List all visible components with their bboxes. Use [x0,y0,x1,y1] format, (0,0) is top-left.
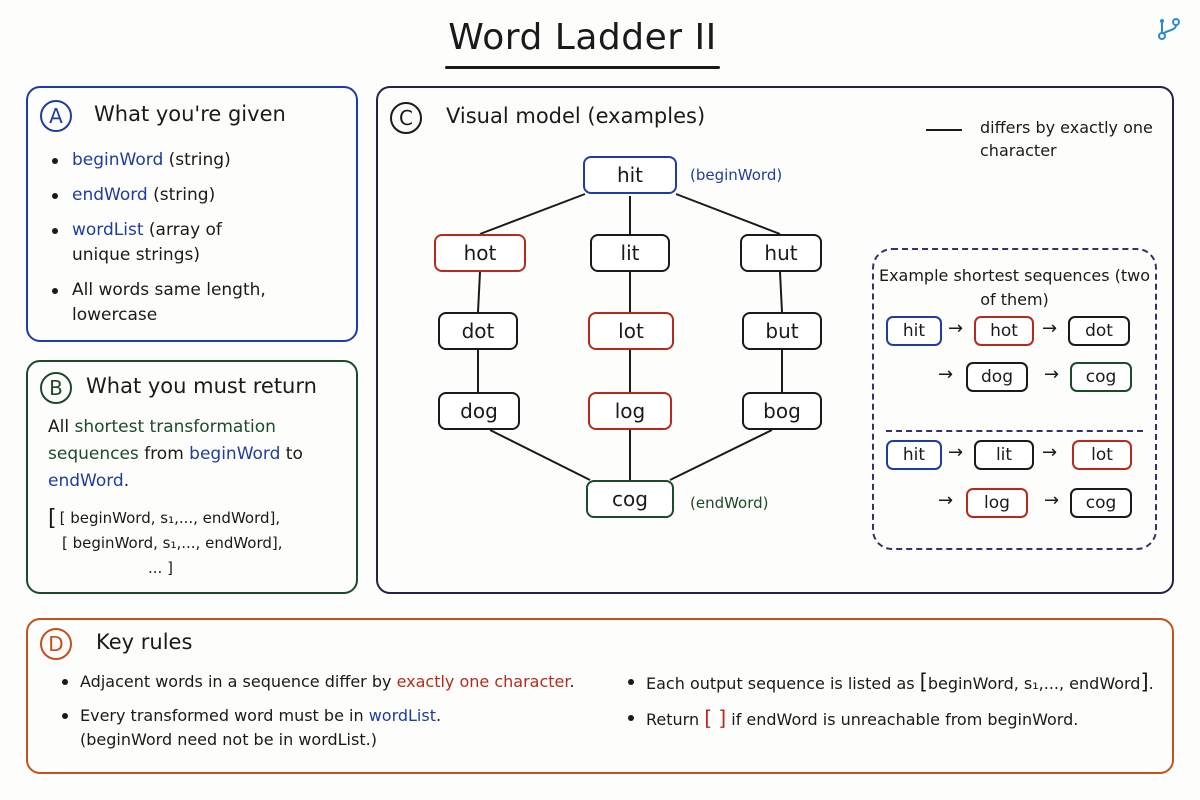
arrow-icon: → [948,442,964,463]
list-item: endWord (string) [48,183,338,208]
rule-item: Adjacent words in a sequence differ by e… [58,670,618,694]
node-bog: bog [742,392,822,430]
edge-hit-hot [479,193,586,235]
arrow-icon: → [1042,318,1058,339]
node-log: log [588,392,672,430]
example-sequences: Example shortest sequences (two of them)… [872,248,1157,550]
badge-a: A [40,100,72,132]
return-format: [[ beginWord, s₁,..., endWord], [ beginW… [48,506,283,581]
seq2-lit: lit [974,440,1034,470]
badge-b: B [40,372,72,404]
seq2-hit: hit [886,440,942,470]
badge-d: D [40,628,72,660]
node-lot: lot [588,312,674,350]
node-hut: hut [740,234,822,272]
return-description: All shortest transformation sequences fr… [48,417,303,491]
seq1-dog: dog [966,362,1028,392]
arrow-icon: → [938,490,954,511]
rule-item: Every transformed word must be in wordLi… [58,704,618,752]
panel-given: A What you're given beginWord (string) e… [26,86,358,342]
seq2-lot: lot [1072,440,1132,470]
seq1-dot: dot [1068,316,1130,346]
panel-d-title: Key rules [96,630,193,654]
edge-dog-cog [489,429,591,481]
legend-line [926,129,962,131]
title-underline [445,66,720,69]
edge-bog-cog [669,429,773,481]
begin-annotation: (beginWord) [690,166,783,184]
node-cog: cog [586,480,674,518]
panel-a-title: What you're given [94,102,286,126]
end-annotation: (endWord) [690,494,769,512]
panel-key-rules: D Key rules Adjacent words in a sequence… [26,618,1174,774]
examples-title: Example shortest sequences (two of them) [878,266,1151,309]
rule-item: Return [ ] if endWord is unreachable fro… [624,706,1164,732]
edge-hit-hut [675,193,781,235]
edge-hut-but [779,271,783,313]
node-lit: lit [590,234,670,272]
given-list: beginWord (string) endWord (string) word… [48,148,338,338]
panel-return: B What you must return All shortest tran… [26,360,358,594]
graph-edges [477,193,783,481]
list-item: beginWord (string) [48,148,338,173]
edge-hot-dot [477,271,481,313]
node-dog: dog [438,392,520,430]
seq2-log: log [966,488,1028,518]
seq1-hit: hit [886,316,942,346]
legend-text: differs by exactly one character [980,118,1153,160]
rules-left: Adjacent words in a sequence differ by e… [58,670,618,762]
seq1-hot: hot [974,316,1034,346]
git-branch-icon[interactable] [1156,16,1182,42]
arrow-icon: → [1044,364,1060,385]
seq1-cog: cog [1070,362,1132,392]
seq2-cog: cog [1070,488,1132,518]
node-hit: hit [583,156,677,194]
rule-item: Each output sequence is listed as [begin… [624,670,1164,696]
return-row: [ beginWord, s₁,..., endWord], [59,509,281,527]
examples-divider [886,430,1143,432]
arrow-icon: → [1044,490,1060,511]
badge-c: C [390,102,422,134]
node-but: but [742,312,822,350]
node-dot: dot [438,312,518,350]
return-row: [ beginWord, s₁,..., endWord], [62,534,283,552]
rules-right: Each output sequence is listed as [begin… [624,670,1164,742]
list-item: wordList (array of unique strings) [48,218,262,268]
return-row: ... ] [148,559,173,577]
title-block: Word Ladder II [445,14,720,69]
panel-b-title: What you must return [86,374,317,398]
arrow-icon: → [1042,442,1058,463]
panel-c-title: Visual model (examples) [446,104,706,128]
panel-visual-model: C Visual model (examples) differs by exa… [376,86,1174,594]
list-item: All words same length, lowercase [48,278,312,328]
node-hot: hot [434,234,526,272]
arrow-icon: → [948,318,964,339]
page-title: Word Ladder II [448,17,717,58]
arrow-icon: → [938,364,954,385]
